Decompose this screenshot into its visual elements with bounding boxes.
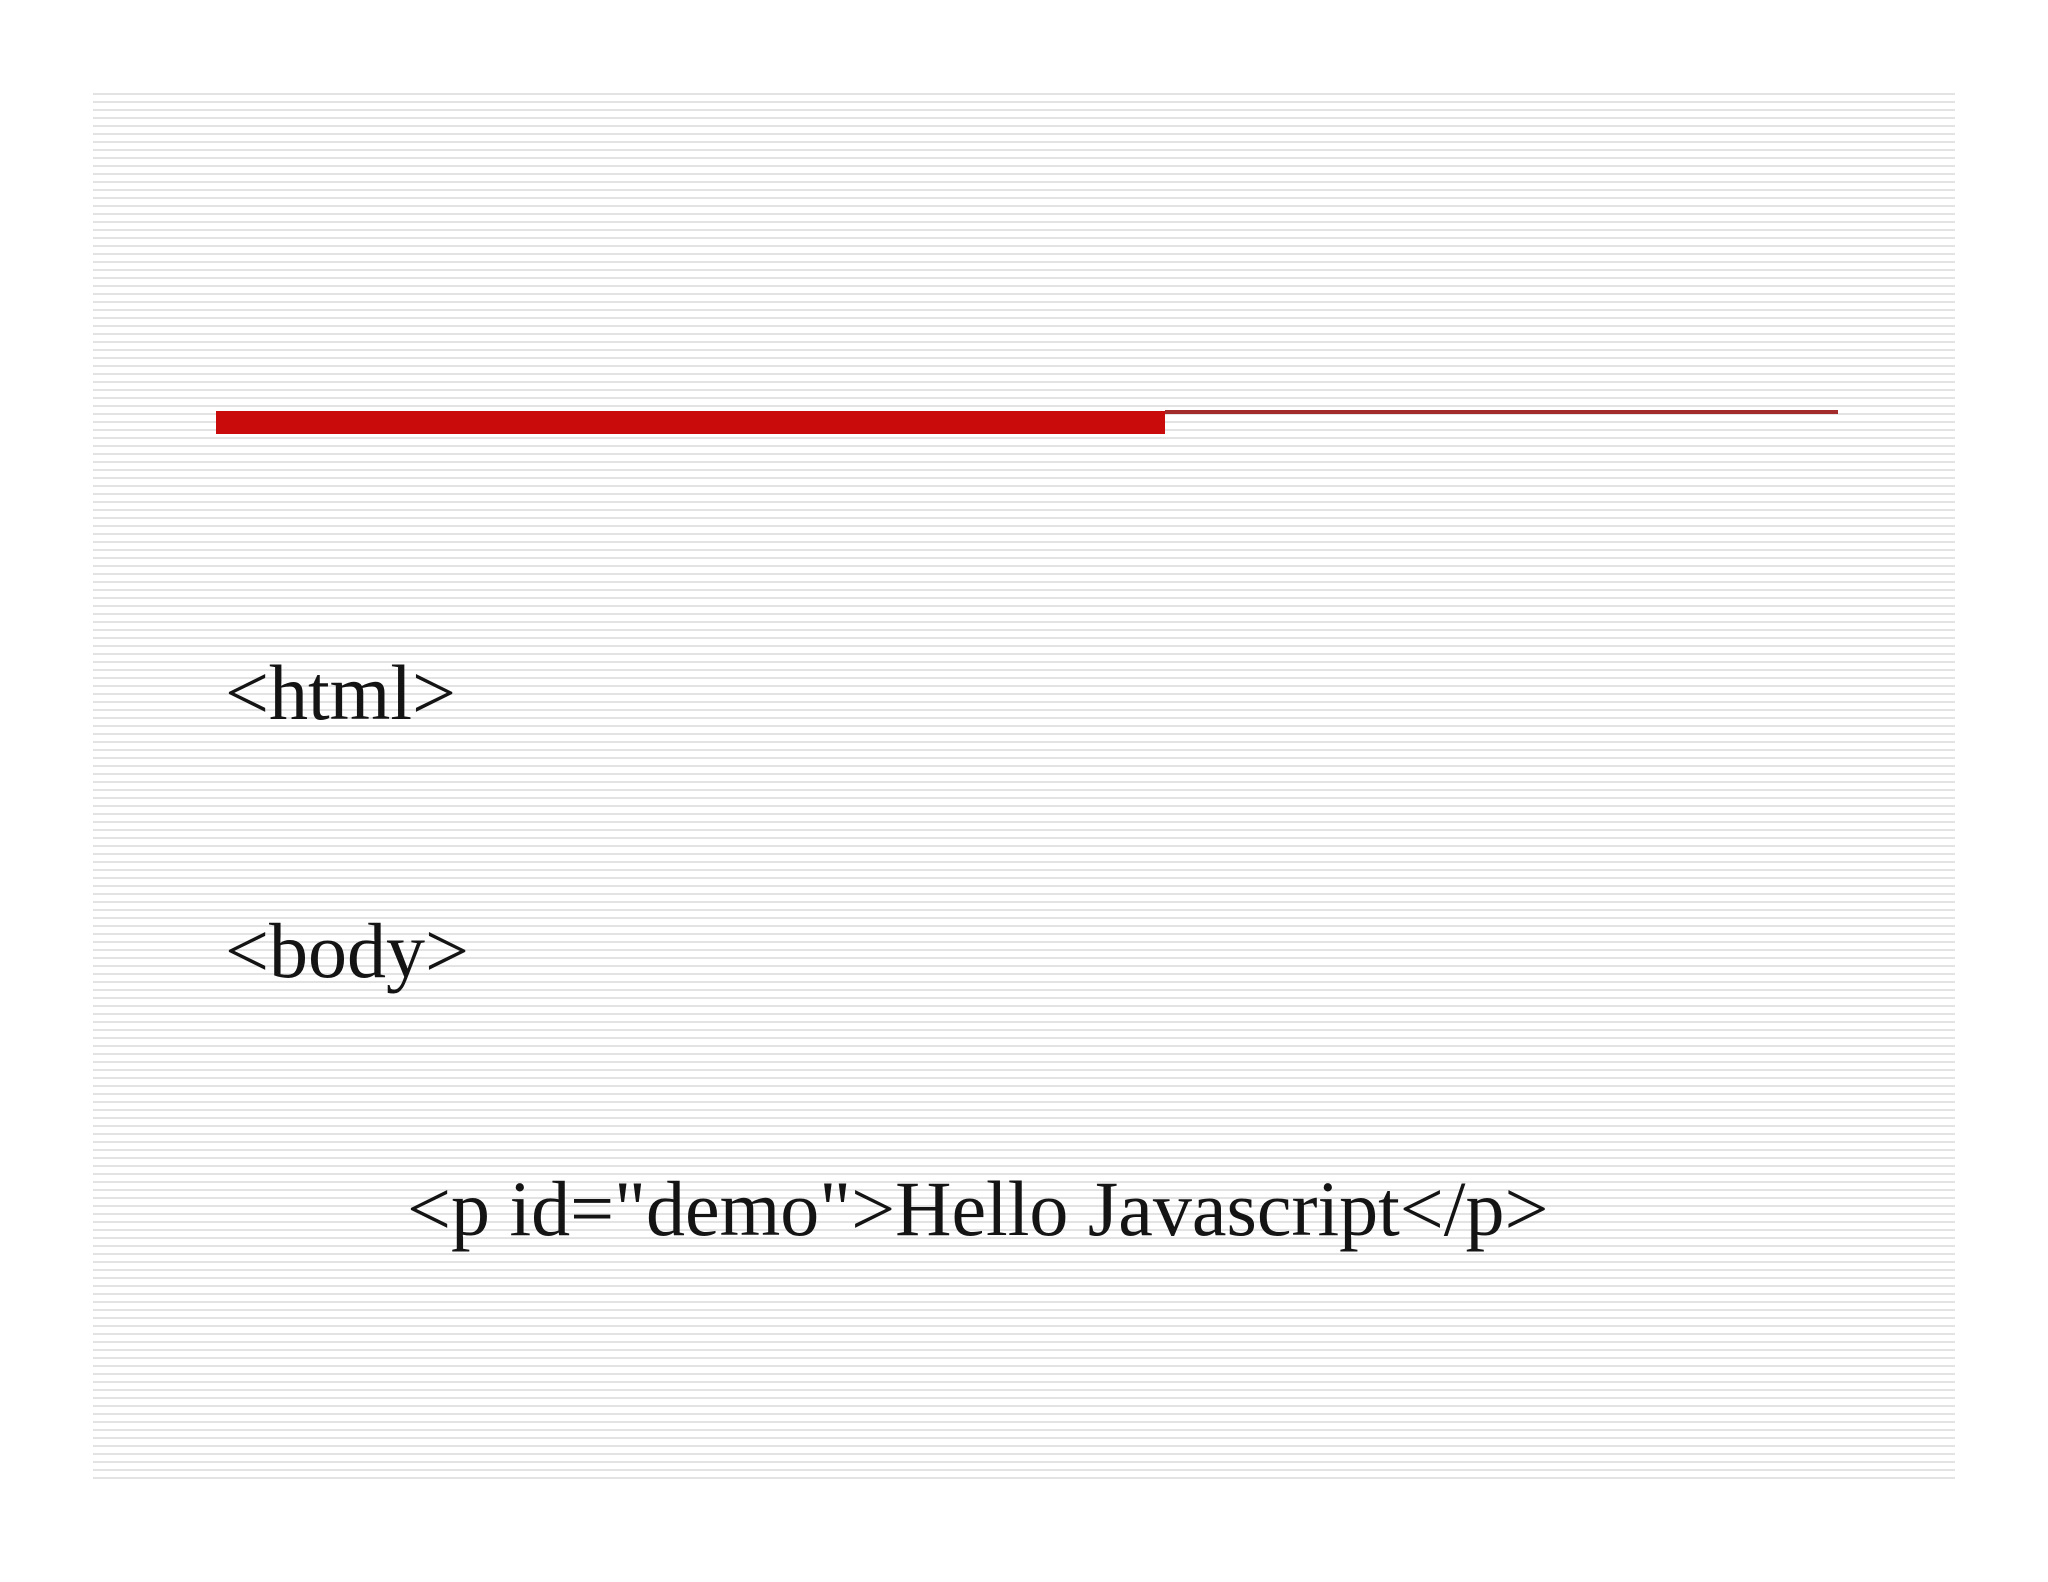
pinstripe-background [93,93,1955,1483]
code-line: <p id="demo">Hello Javascript</p> [407,1165,1549,1252]
accent-bar-thin [1165,410,1838,414]
code-line [225,1424,1925,1510]
code-block: <html> <body> <p id="demo">Hello Javascr… [225,478,1925,1582]
accent-bar-thick [216,411,1165,434]
code-line: <body> [225,907,469,994]
code-line: <html> [225,649,456,736]
